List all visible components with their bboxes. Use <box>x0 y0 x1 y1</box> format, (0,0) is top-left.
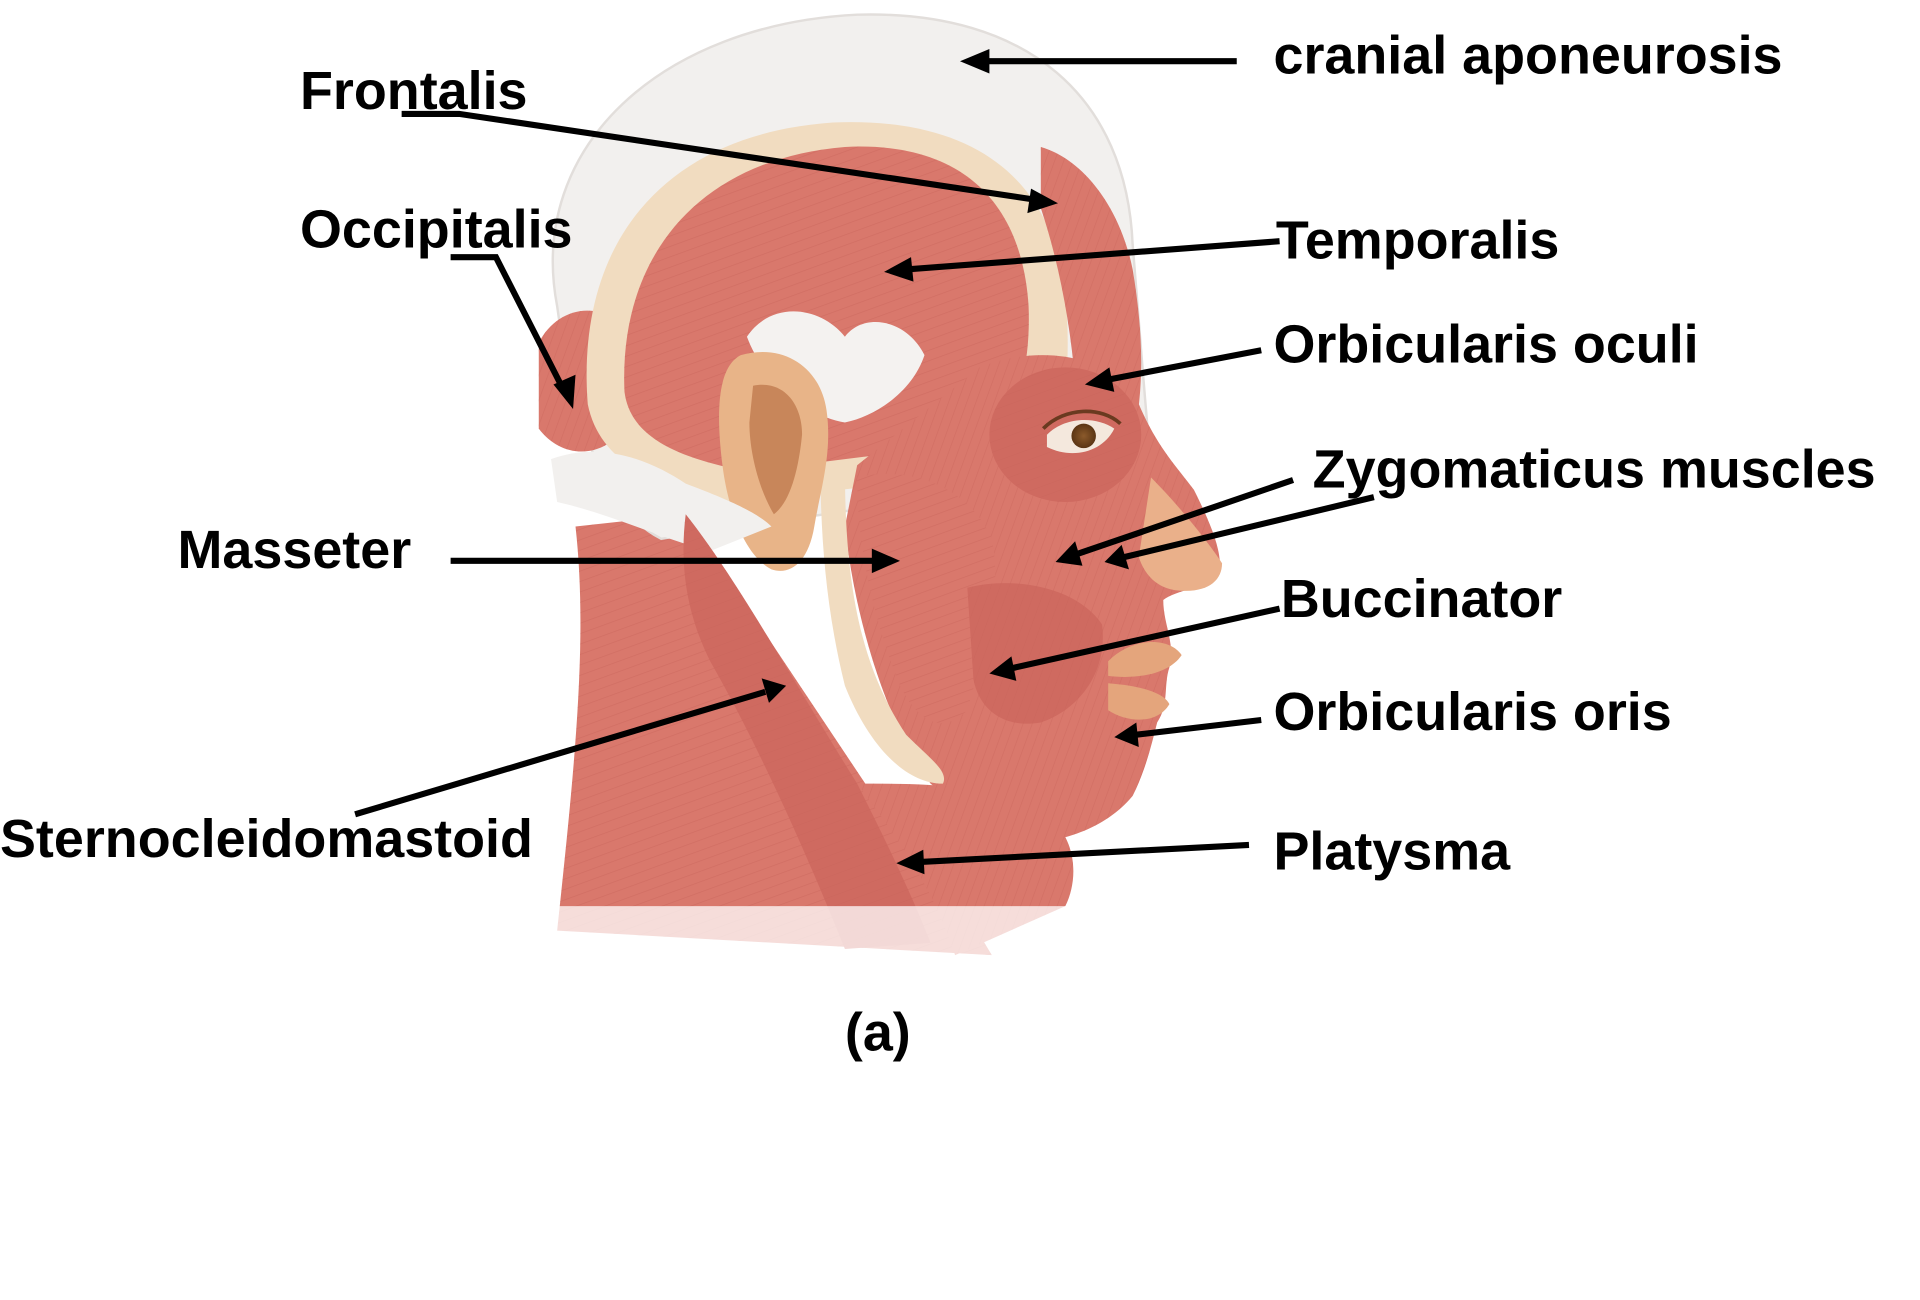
label-cranial-aponeurosis: cranial aponeurosis <box>1273 29 1782 83</box>
label-platysma: Platysma <box>1273 825 1510 879</box>
neck-fade <box>527 906 1078 979</box>
label-masseter: Masseter <box>178 524 412 578</box>
orbicularis-oculi-shape <box>989 367 1141 502</box>
label-occipitalis: Occipitalis <box>300 203 573 257</box>
label-temporalis: Temporalis <box>1276 214 1559 268</box>
label-orbicularis-oris: Orbicularis oris <box>1273 686 1671 740</box>
label-sternocleidomastoid: Sternocleidomastoid <box>0 813 533 867</box>
label-zygomaticus-muscles: Zygomaticus muscles <box>1313 443 1876 497</box>
label-buccinator: Buccinator <box>1281 573 1562 627</box>
figure-caption: (a) <box>845 1007 911 1061</box>
label-frontalis: Frontalis <box>300 65 528 119</box>
label-orbicularis-oculi: Orbicularis oculi <box>1273 318 1698 372</box>
